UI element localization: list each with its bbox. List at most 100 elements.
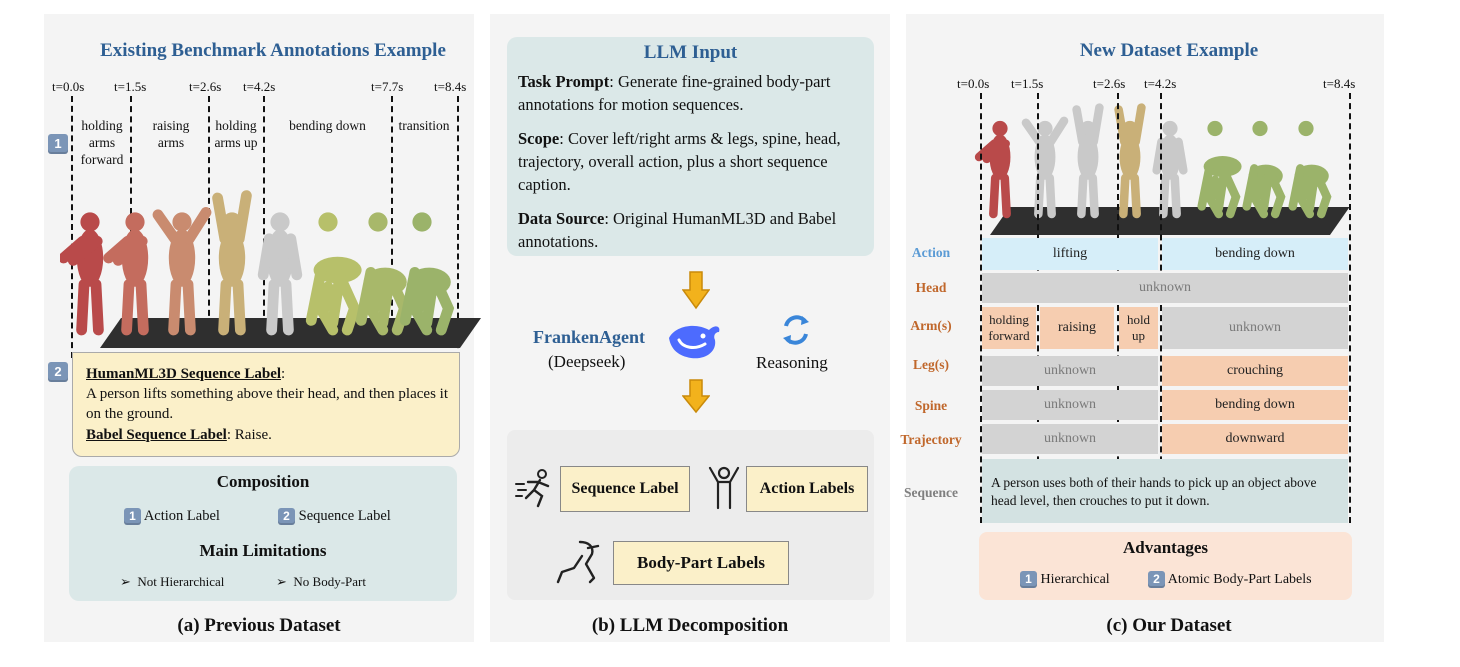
spine-cell-bending: bending down [1162, 390, 1348, 420]
lim-item-2-label: No Body-Part [293, 574, 366, 589]
right-tick-2: t=2.6s [1093, 76, 1126, 91]
human-figure [257, 212, 303, 336]
trajectory-cell-unknown: unknown [982, 424, 1158, 454]
left-segment-0: holding arms forward [80, 118, 124, 167]
llm-input-box [507, 37, 874, 256]
task-prompt-label: Task Prompt [518, 72, 610, 91]
agent-model: (Deepseek) [548, 352, 626, 371]
human-figure [60, 212, 104, 336]
task-prompt-block: Task Prompt: Generate fine-grained body-… [518, 70, 866, 116]
lim-item-1-label: Not Hierarchical [137, 574, 225, 589]
down-arrow-icon [682, 271, 710, 310]
human-figure [103, 212, 149, 336]
humanml3d-block: HumanML3D Sequence Label: A person lifts… [86, 364, 452, 424]
right-divider-1 [1037, 93, 1039, 523]
right-tick-4: t=8.4s [1323, 76, 1356, 91]
human-figure [305, 212, 362, 336]
right-figure-group [974, 103, 1332, 219]
sequence-label-box [72, 352, 460, 457]
arm-cell-holdup: hold up [1119, 307, 1158, 349]
arm-cell-raising: raising [1040, 307, 1114, 349]
caption-c: (c) Our Dataset [1106, 615, 1232, 636]
right-divider-0 [980, 93, 982, 523]
limitations-title: Main Limitations [199, 541, 327, 560]
composition-box [69, 466, 457, 601]
output-sequence-label: Sequence Label [560, 466, 690, 512]
human-figure [974, 120, 1011, 219]
left-figure-group [60, 190, 455, 336]
down-arrow-icon [682, 379, 710, 414]
row-label-sequence: Sequence [904, 485, 958, 500]
action-cell-bending: bending down [1162, 238, 1348, 270]
humanml3d-label: HumanML3D Sequence Label [86, 366, 282, 382]
action-cell-lifting: lifting [982, 238, 1158, 270]
row-label-head: Head [915, 280, 947, 295]
right-title: New Dataset Example [1079, 40, 1259, 61]
output-body-part-labels: Body-Part Labels [613, 541, 789, 585]
left-title: Existing Benchmark Annotations Example [100, 40, 446, 61]
reasoning-label: Reasoning [756, 353, 828, 372]
babel-block: Babel Sequence Label: Raise. [86, 427, 272, 444]
adv-item-2-label: Atomic Body-Part Labels [1167, 572, 1312, 587]
badge-1-icon: 1 [1020, 571, 1037, 588]
right-tick-0: t=0.0s [957, 76, 990, 91]
left-tick-0: t=0.0s [52, 79, 85, 94]
leg-kick-icon [556, 540, 600, 584]
right-divider-4 [1349, 93, 1351, 523]
scope-block: Scope: Cover left/right arms & legs, spi… [518, 127, 866, 196]
row-label-spine: Spine [914, 398, 948, 413]
human-figure [1114, 103, 1146, 219]
trajectory-cell-downward: downward [1162, 424, 1348, 454]
task-prompt-text: : Generate fine-grained body-part annota… [518, 72, 831, 114]
humanml3d-text: A person lifts something above their hea… [86, 386, 448, 422]
left-segment-1: raising arms [152, 118, 190, 150]
human-figure [1197, 120, 1242, 219]
arm-cell-holding: holding forward [982, 307, 1036, 349]
row-label-trajectory: Trajectory [900, 432, 962, 447]
row-label-action: Action [911, 245, 951, 260]
scope-text: : Cover left/right arms & legs, spine, h… [518, 129, 841, 194]
leg-cell-unknown: unknown [982, 356, 1158, 386]
caption-b: (b) LLM Decomposition [591, 615, 789, 636]
data-source-block: Data Source: Original HumanML3D and Babe… [518, 207, 866, 253]
lim-item-1: ➢ Not Hierarchical [120, 574, 224, 590]
sequence-cell [982, 459, 1348, 523]
badge-2-icon: 2 [278, 508, 295, 525]
arrow-bullet-icon: ➢ [120, 574, 131, 589]
leg-cell-crouching: crouching [1162, 356, 1348, 386]
human-figure [1072, 103, 1104, 219]
left-segment-3: bending down [289, 118, 366, 133]
scope-label: Scope [518, 129, 560, 148]
left-divider-3 [263, 96, 265, 326]
human-figure [399, 212, 455, 336]
colon: : [226, 427, 235, 443]
right-divider-3 [1160, 93, 1162, 523]
llm-input-title: LLM Input [643, 42, 738, 63]
human-figure [355, 212, 411, 336]
row-label-arms: Arm(s) [910, 318, 952, 333]
human-figure [152, 207, 212, 336]
row-label-legs: Leg(s) [913, 357, 949, 372]
colon: : [281, 366, 286, 382]
arrow-bullet-icon: ➢ [276, 574, 287, 589]
deepseek-whale-icon [669, 325, 720, 359]
left-segment-2: holding arms up [214, 118, 258, 150]
babel-text: Raise. [234, 427, 272, 443]
left-tick-2: t=2.6s [189, 79, 222, 94]
left-tick-1: t=1.5s [114, 79, 147, 94]
running-person-icon [515, 469, 550, 508]
output-action-labels: Action Labels [746, 466, 868, 512]
composition-title: Composition [216, 472, 310, 491]
babel-label: Babel Sequence Label [86, 427, 227, 443]
advantages-title: Advantages [1122, 538, 1208, 557]
left-tick-4: t=7.7s [371, 79, 404, 94]
right-divider-2 [1117, 93, 1119, 523]
adv-item-1: 1 Hierarchical [1020, 571, 1110, 588]
left-motion-figures [60, 190, 455, 336]
badge-1-icon: 1 [124, 508, 141, 525]
comp-item-2-label: Sequence Label [298, 508, 391, 524]
human-figure [1288, 120, 1332, 219]
left-badge-1: 1 [48, 134, 68, 154]
badge-2-icon: 2 [1148, 571, 1165, 588]
head-cell: unknown [982, 273, 1348, 303]
